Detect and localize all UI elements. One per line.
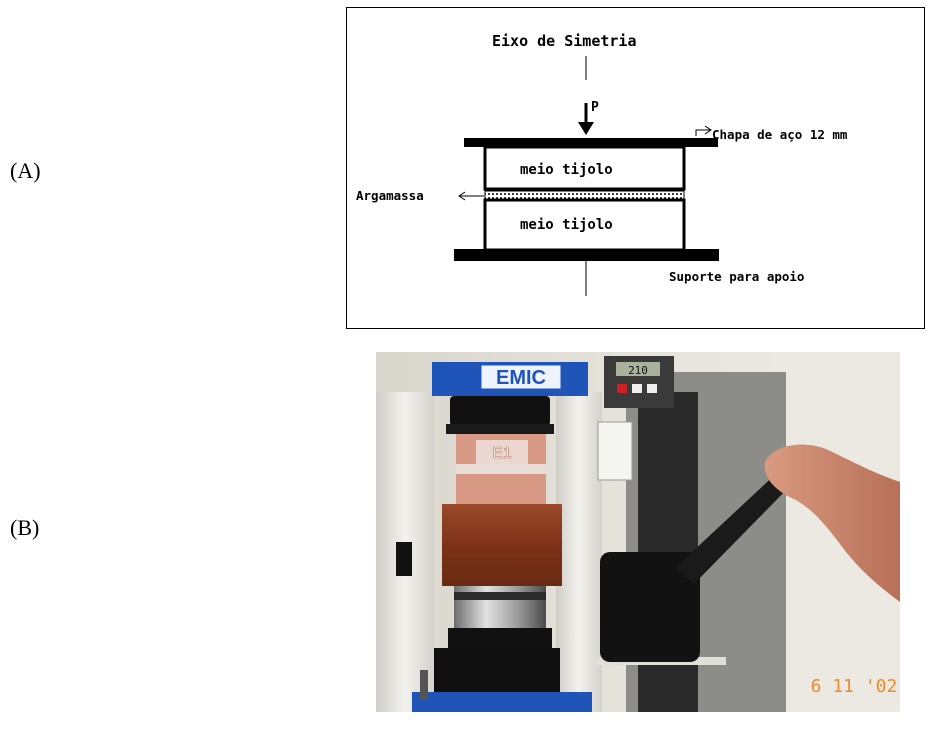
- steel-plate-label: Chapa de aço 12 mm: [712, 127, 848, 142]
- symmetry-axis-label: Eixo de Simetria: [492, 32, 637, 50]
- test-setup-diagram: Eixo de Simetria P Chapa de aço 12 mm me…: [346, 7, 925, 329]
- load-arrow-icon: [578, 103, 594, 135]
- display-reading: 210: [628, 364, 648, 377]
- lower-platen: [448, 628, 552, 650]
- mortar-joint-photo: [456, 464, 546, 474]
- panel-label-b: (B): [10, 515, 40, 540]
- display-button-2: [632, 384, 642, 393]
- mortar-pointer-icon: [458, 191, 484, 201]
- steel-plate-top: [464, 138, 718, 147]
- date-stamp: 6 11 '02: [811, 676, 898, 697]
- spring-icon: [420, 670, 428, 700]
- blue-base: [412, 692, 592, 712]
- lower-brick-label: meio tijolo: [520, 217, 613, 233]
- load-label: P: [591, 100, 599, 115]
- display-red-button: [617, 384, 627, 393]
- plate-pointer-icon: [695, 125, 712, 136]
- machine-brand: EMIC: [496, 367, 546, 389]
- test-photo: EMIC 210 E1 6 11 ': [376, 352, 900, 712]
- upper-platen-ring: [446, 424, 554, 434]
- diagram-canvas: Eixo de Simetria P Chapa de aço 12 mm me…: [356, 32, 848, 296]
- display-screen: [616, 362, 660, 376]
- lower-base: [434, 648, 560, 698]
- upper-brick-label: meio tijolo: [520, 162, 613, 178]
- hydraulic-pump: [600, 552, 700, 662]
- support-plate: [454, 249, 719, 261]
- wood-block: [442, 504, 562, 586]
- emic-plate: [480, 364, 562, 390]
- upper-platen: [450, 396, 550, 426]
- pump-lever: [676, 470, 794, 584]
- pillar-clip-icon: [396, 542, 412, 576]
- support-label: Suporte para apoio: [669, 269, 804, 284]
- right-pillar: [556, 392, 602, 712]
- test-photo-illustration: EMIC 210 E1 6 11 ': [376, 352, 900, 712]
- specimen-mark: E1: [492, 445, 512, 462]
- panel-label-a: (A): [10, 158, 41, 183]
- junction-box: [597, 421, 633, 481]
- mortar-label: Argamassa: [356, 188, 424, 203]
- mortar-joint: [484, 190, 685, 200]
- display-button-3: [647, 384, 657, 393]
- cylinder-band: [454, 592, 546, 600]
- operator-hand: [764, 444, 900, 602]
- upper-brick: [483, 145, 686, 191]
- specimen-label-patch: [476, 440, 528, 464]
